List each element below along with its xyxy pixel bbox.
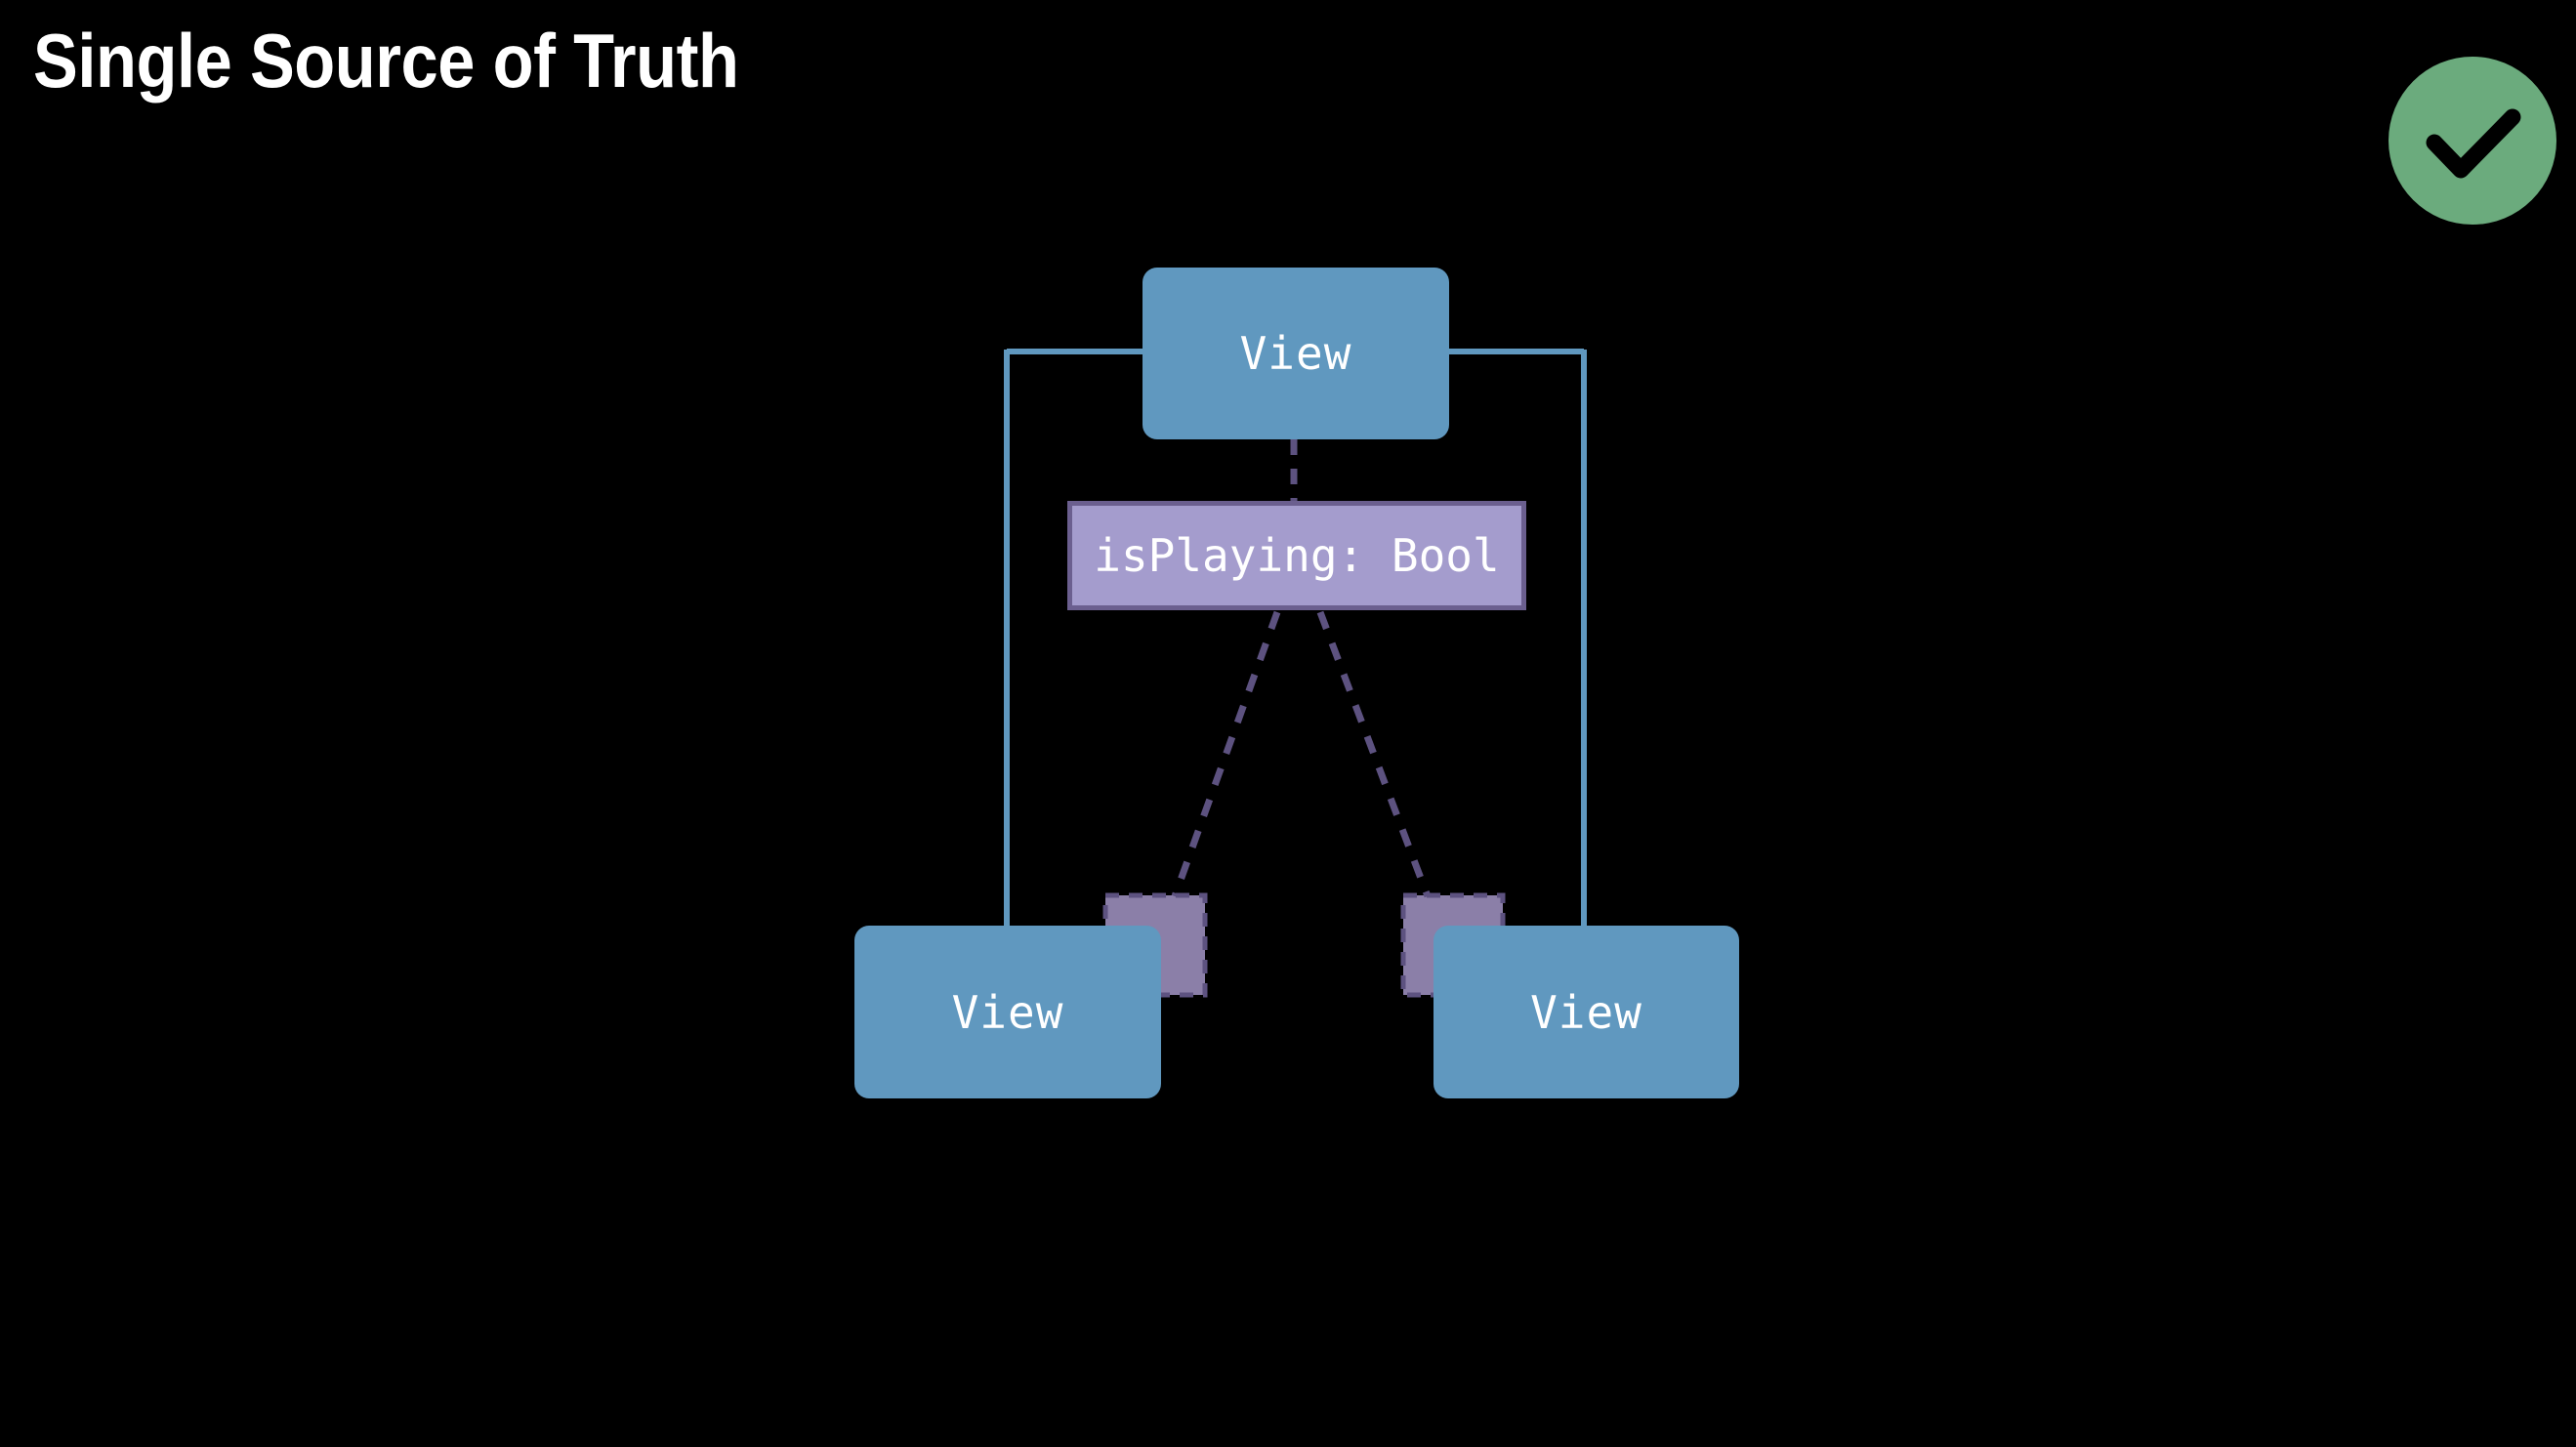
node-top-view-label: View (1239, 327, 1352, 380)
check-mark-icon (2426, 108, 2521, 179)
node-left-view[interactable]: View (854, 926, 1161, 1098)
node-state-label: isPlaying: Bool (1094, 529, 1500, 582)
node-right-view[interactable]: View (1433, 926, 1739, 1098)
node-left-view-label: View (951, 985, 1064, 1039)
node-top-view[interactable]: View (1143, 268, 1449, 439)
state-binding-edges (1171, 439, 1432, 898)
edge-state-to-right (1316, 610, 1432, 898)
edge-state-to-left (1171, 610, 1281, 898)
page-title: Single Source of Truth (33, 18, 739, 103)
node-state-source-of-truth[interactable]: isPlaying: Bool (1067, 501, 1526, 610)
check-circle-icon (2389, 57, 2556, 225)
badge-circle (2389, 57, 2556, 225)
node-right-view-label: View (1530, 985, 1642, 1039)
status-badge (2389, 57, 2556, 225)
